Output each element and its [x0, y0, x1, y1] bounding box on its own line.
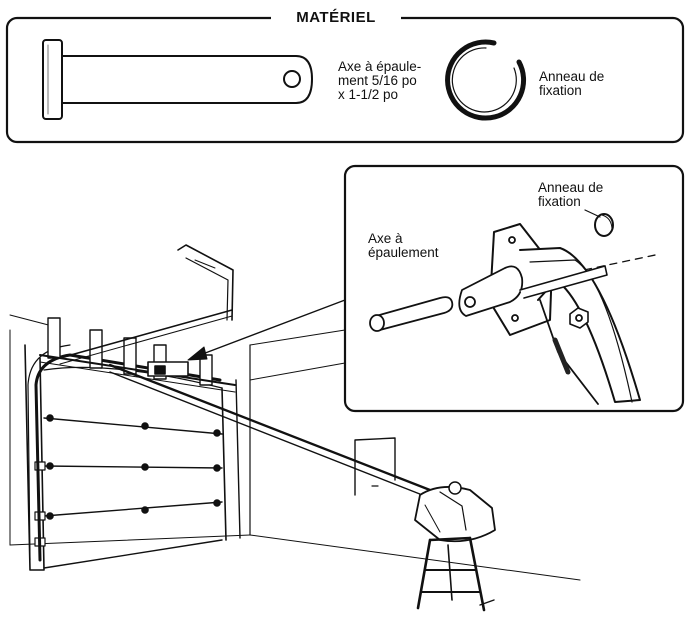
ring-hardware-label: Anneau de fixation — [539, 70, 629, 98]
garage-scene — [9, 244, 581, 612]
clevis-pin-icon — [42, 39, 313, 120]
detail-pin-line-1: Axe à — [368, 231, 403, 246]
pin-hardware-label: Axe à épaule- ment 5/16 po x 1-1/2 po — [338, 60, 453, 102]
hardware-title: MATÉRIEL — [271, 8, 401, 28]
detail-pin-label: Axe à épaulement — [368, 232, 458, 260]
ring-label-line-2: fixation — [539, 83, 582, 98]
pin-label-line-1: Axe à épaule- — [338, 59, 422, 74]
ring-label-line-1: Anneau de — [539, 69, 605, 84]
detail-pin-line-2: épaulement — [368, 245, 439, 260]
pin-label-line-3: x 1-1/2 po — [338, 87, 399, 102]
detail-ring-label: Anneau de fixation — [538, 181, 628, 209]
retaining-ring-icon — [445, 39, 527, 121]
pin-label-line-2: ment 5/16 po — [338, 73, 417, 88]
detail-pointer-arrow — [187, 299, 346, 361]
detail-ring-line-2: fixation — [538, 194, 581, 209]
detail-bracket-assembly — [369, 209, 661, 405]
detail-ring-line-1: Anneau de — [538, 180, 604, 195]
